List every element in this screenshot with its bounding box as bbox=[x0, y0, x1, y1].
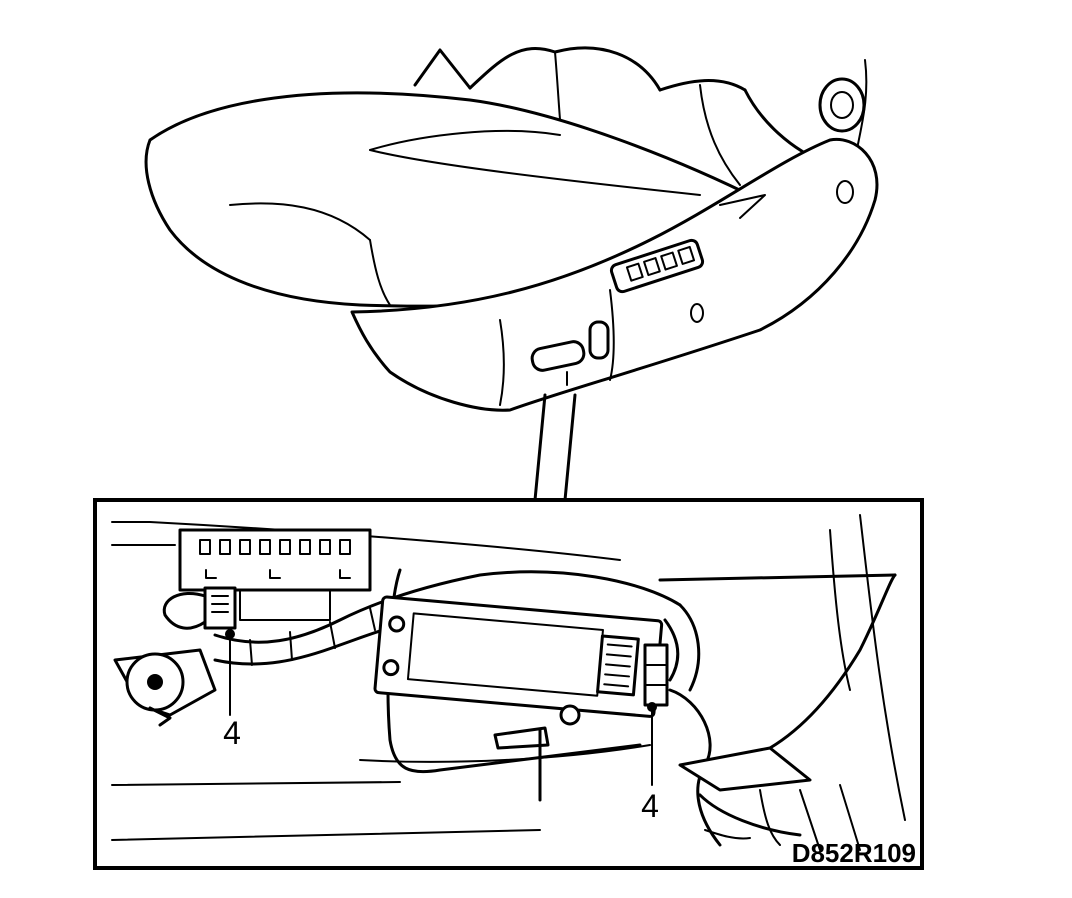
callout-left: 4 bbox=[223, 629, 241, 751]
connector-right bbox=[643, 643, 669, 707]
detail-leader bbox=[533, 393, 577, 502]
callout-right-label: 4 bbox=[641, 788, 659, 824]
fuse-slots bbox=[199, 539, 351, 555]
detail-view bbox=[111, 514, 906, 851]
callout-left-label: 4 bbox=[223, 715, 241, 751]
callout-right: 4 bbox=[641, 702, 659, 824]
seat-assembly bbox=[144, 46, 879, 412]
control-module bbox=[373, 595, 664, 718]
detail-frame bbox=[93, 498, 924, 870]
drawing-code: D852R109 bbox=[792, 838, 916, 868]
connector-left bbox=[203, 586, 237, 630]
